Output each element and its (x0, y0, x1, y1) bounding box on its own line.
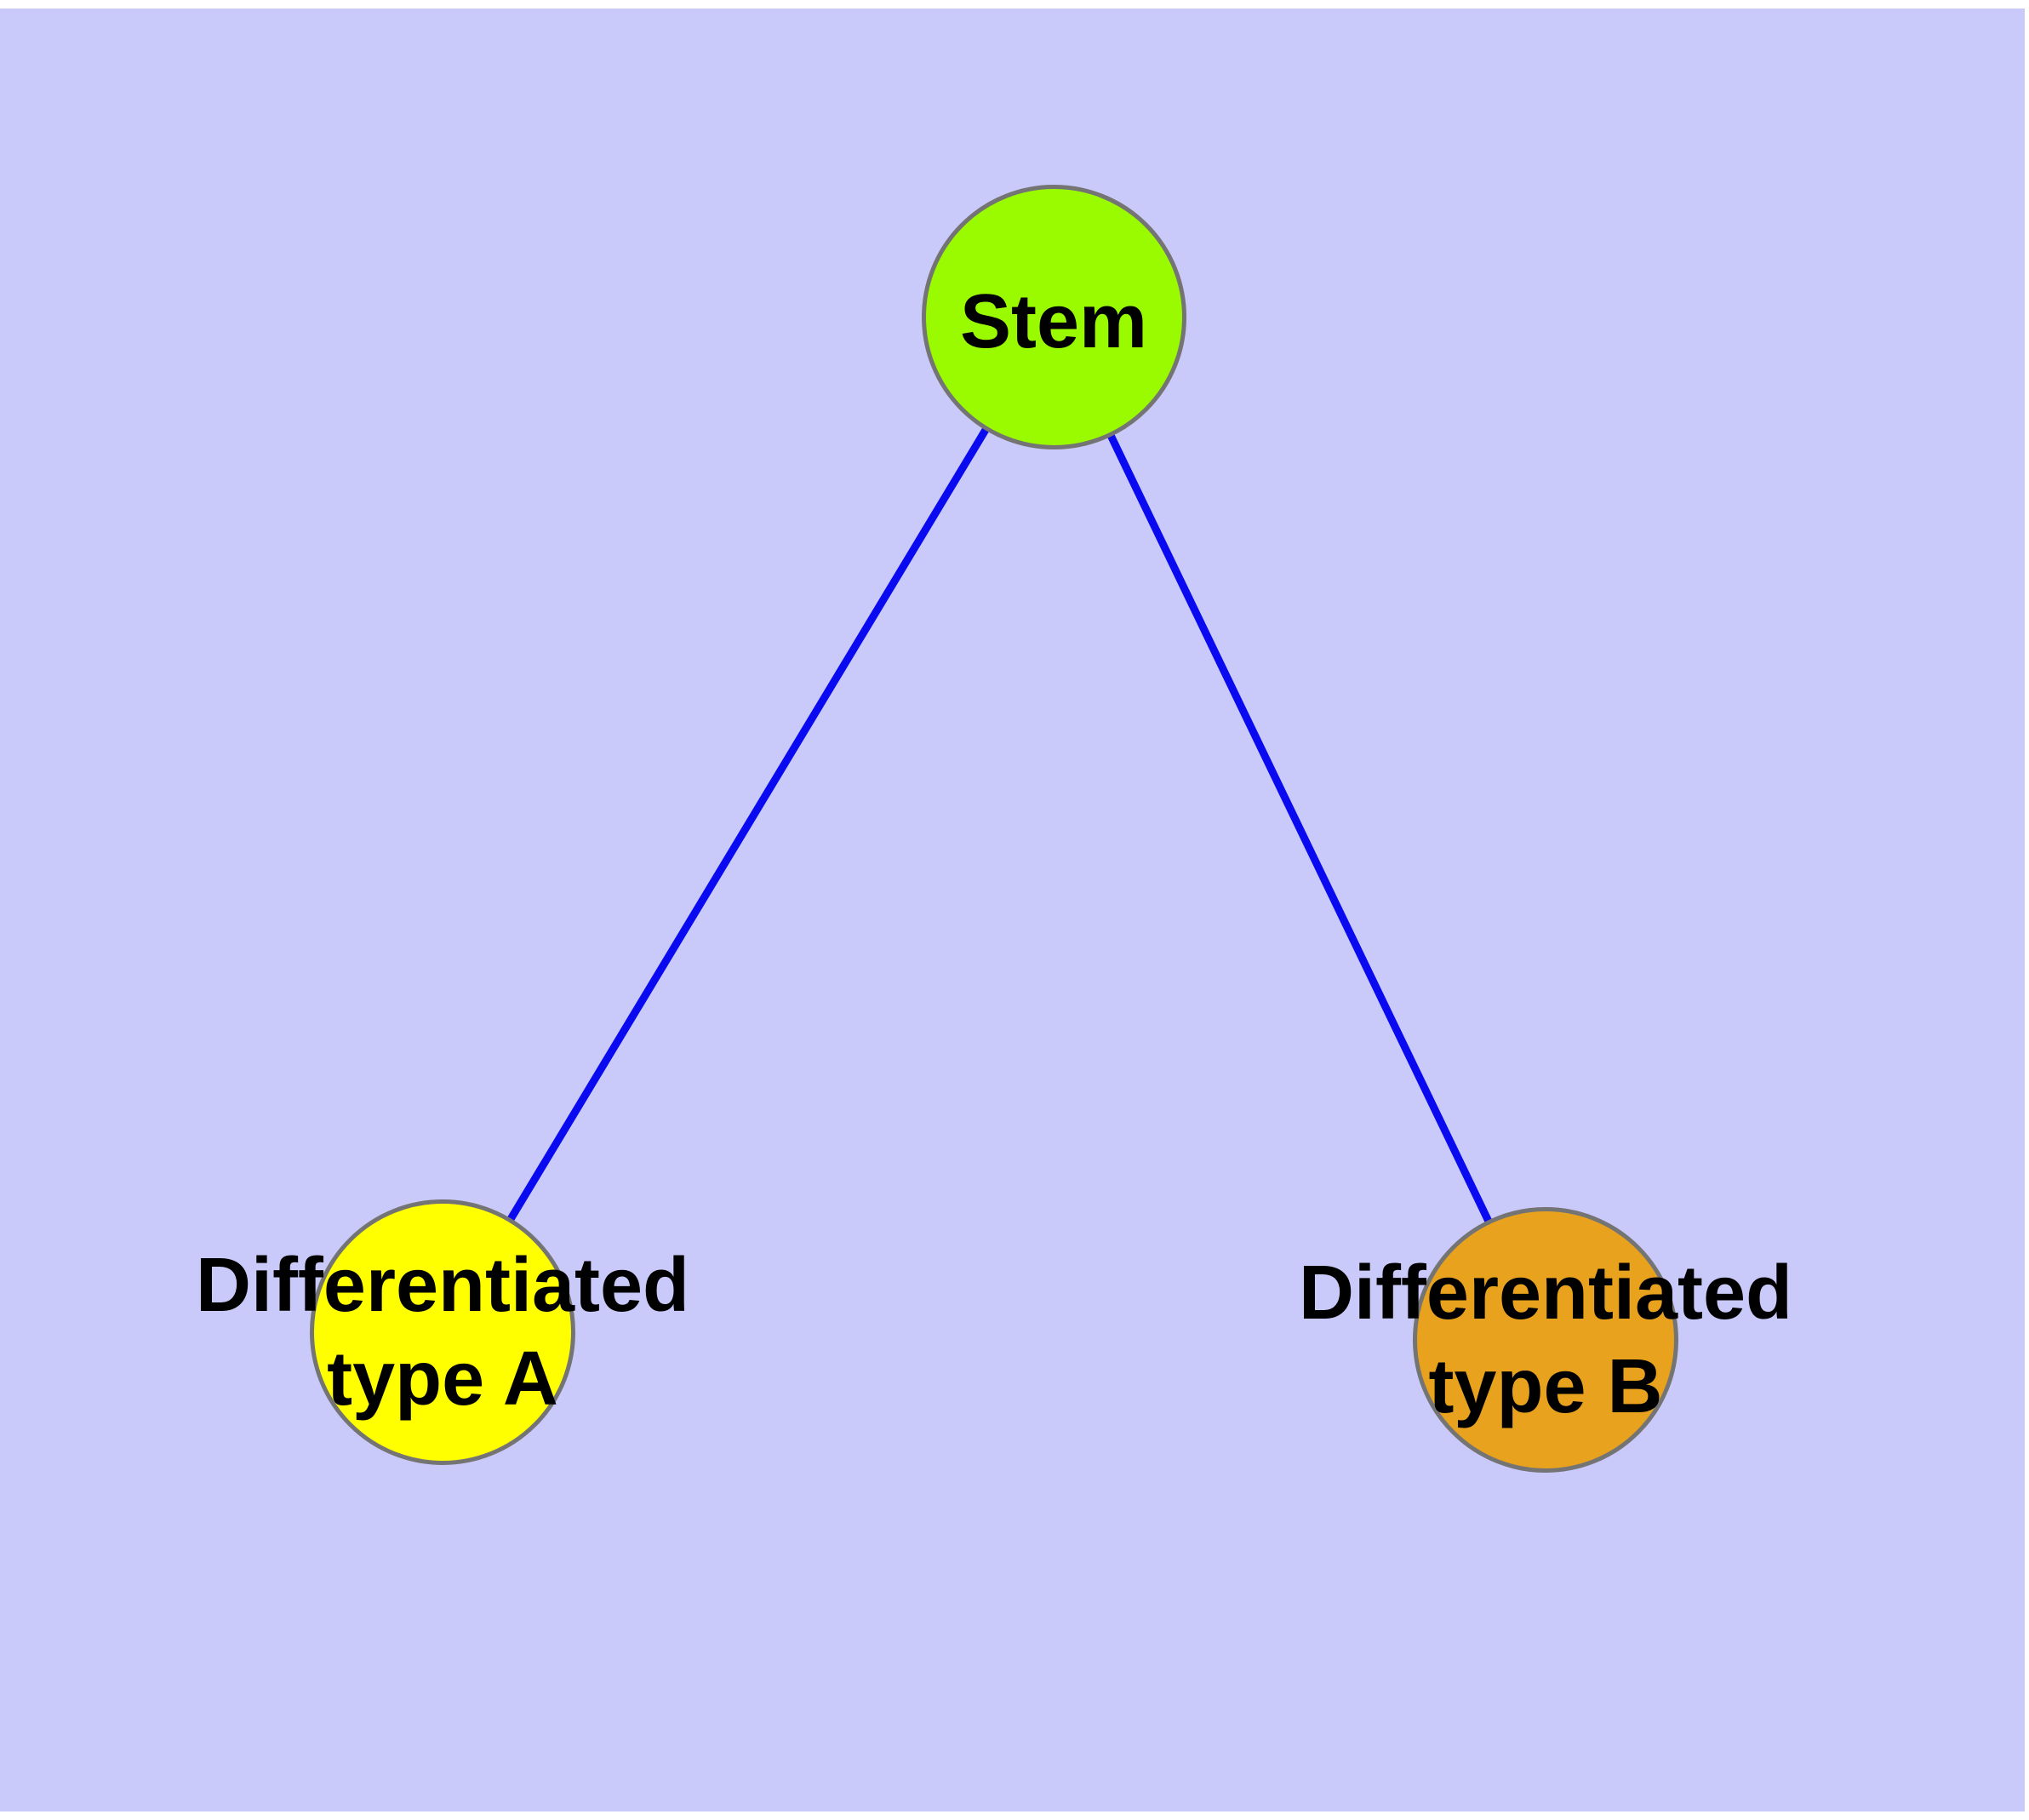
node-differentiated-type-a-circle (310, 1199, 575, 1465)
edge-stem-to-type-b (1049, 315, 1550, 1342)
node-stem-circle (922, 185, 1186, 449)
node-differentiated-type-b-circle (1413, 1207, 1678, 1473)
edge-stem-to-type-a (439, 314, 1057, 1335)
